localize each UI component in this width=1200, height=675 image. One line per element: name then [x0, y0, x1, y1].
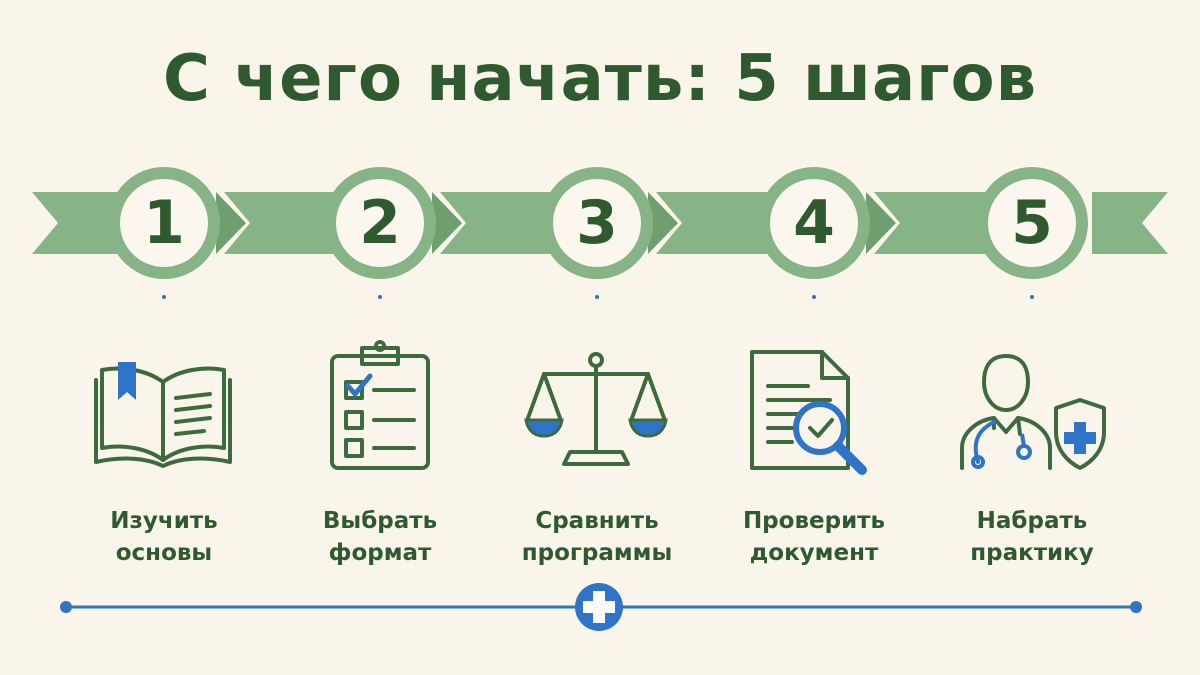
step-5-label-line2: практику [970, 540, 1094, 566]
step-1-label-line1: Изучить [110, 508, 218, 534]
step-4-label-line1: Проверить [742, 508, 886, 534]
step-3-label-line2: программы [521, 540, 673, 566]
page-title: С чего начать: 5 шагов [162, 42, 1038, 116]
step-2-label-line2: формат [328, 540, 432, 566]
step-4-label: Проверить документ [714, 505, 914, 569]
step-3-label: Сравнить программы [497, 505, 697, 569]
balance-scale-icon [524, 352, 668, 466]
step-5-label: Набрать практику [932, 505, 1132, 569]
step-3-number: 3 [541, 167, 653, 279]
step-1-number: 1 [108, 167, 220, 279]
step-4-number: 4 [758, 167, 870, 279]
document-magnifier-icon [750, 350, 867, 475]
doctor-shield-icon [960, 354, 1106, 470]
step-1-label: Изучить основы [64, 505, 264, 569]
ribbon-band [32, 192, 1168, 299]
medical-cross-icon [575, 583, 623, 631]
step-1-label-line2: основы [115, 540, 213, 566]
step-4-label-line2: документ [749, 540, 879, 566]
step-3-label-line1: Сравнить [535, 508, 659, 534]
step-2-label-line1: Выбрать [322, 508, 438, 534]
step-2-number: 2 [324, 167, 436, 279]
clipboard-checklist-icon [330, 340, 430, 470]
step-5-number: 5 [976, 167, 1088, 279]
step-5-label-line1: Набрать [976, 508, 1088, 534]
step-2-label: Выбрать формат [280, 505, 480, 569]
open-book-icon [94, 362, 232, 468]
